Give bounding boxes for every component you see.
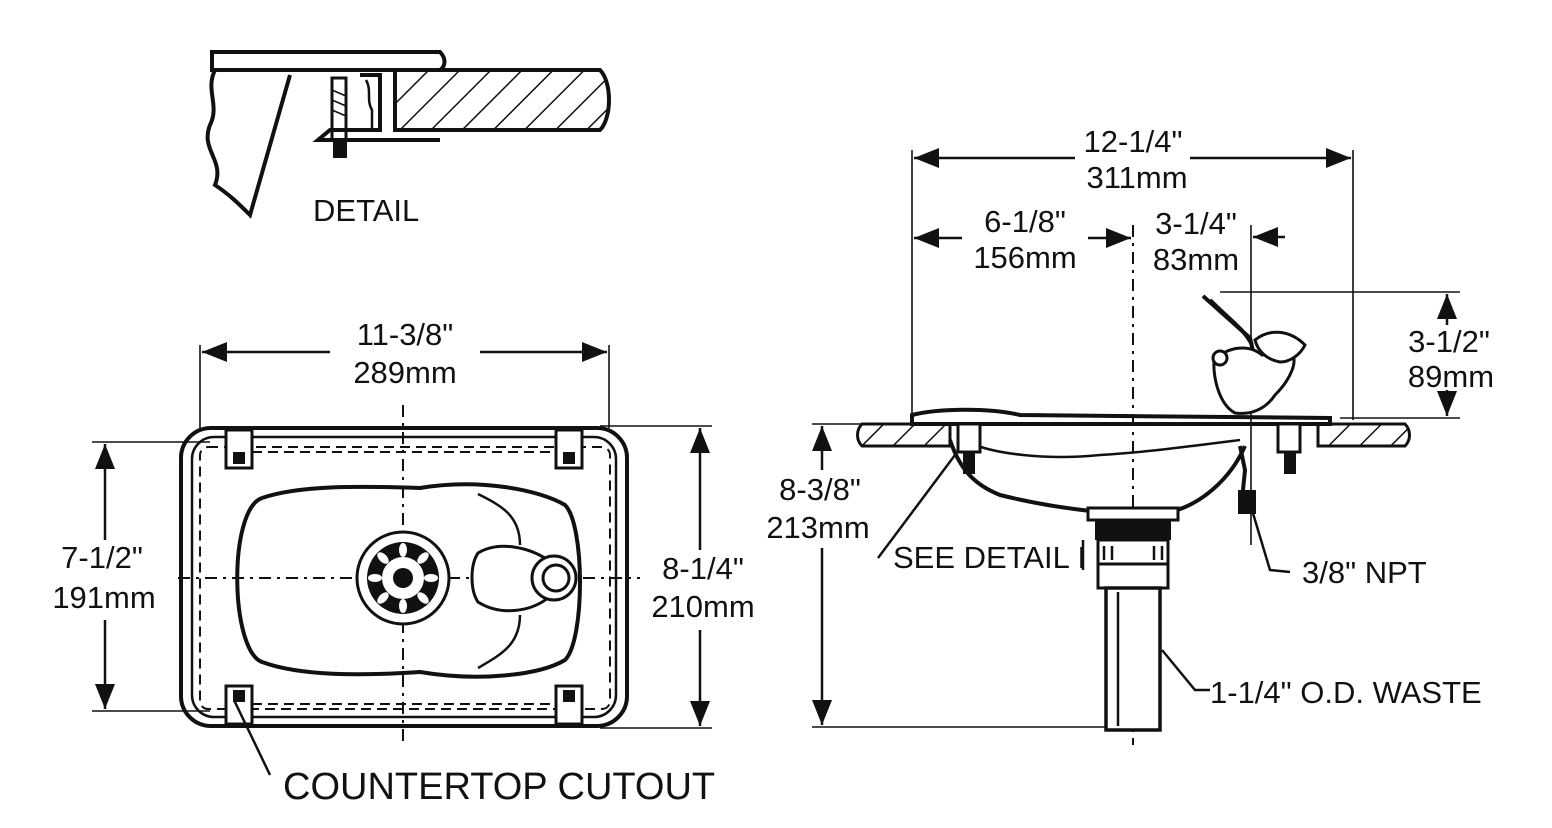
plan-inner-height-metric: 191mm [52, 580, 155, 615]
detail-wall-break [205, 69, 292, 219]
side-overall-depth-imperial: 8-3/8" [779, 472, 861, 507]
plan-outer-height-metric: 210mm [651, 589, 754, 624]
plan-basin [235, 482, 582, 679]
side-waste-callout: 1-1/4" O.D. WASTE [1210, 675, 1482, 710]
plan-mounting-clip-top-right [554, 428, 584, 470]
side-drain-assembly [1086, 506, 1180, 590]
plan-width-metric: 289mm [353, 355, 456, 390]
detail-countertop-section [393, 68, 611, 132]
detail-nut [333, 140, 347, 158]
side-bubbler [1201, 294, 1307, 415]
plan-mounting-clip-top-left [224, 428, 254, 470]
side-bowl-rim [910, 407, 1332, 426]
side-countertop-right [1316, 422, 1411, 448]
plan-cutout-leader [232, 699, 272, 776]
side-mounting-clip-right [1276, 422, 1302, 474]
side-overall-depth-metric: 213mm [766, 510, 869, 545]
plan-outer-height-imperial: 8-1/4" [662, 551, 744, 586]
side-bowl-body [948, 439, 1247, 514]
side-detail-leader [876, 454, 957, 559]
plan-inner-height-imperial: 7-1/2" [61, 540, 143, 575]
side-bubbler-height-metric: 89mm [1408, 359, 1494, 394]
side-supply-fitting [1238, 490, 1256, 514]
side-bubbler-height-imperial: 3-1/2" [1408, 324, 1490, 359]
side-mounting-clip-left [956, 422, 982, 474]
side-npt-callout: 3/8" NPT [1302, 555, 1427, 590]
side-bubbler-offset-metric: 83mm [1153, 242, 1239, 277]
side-detail-callout: SEE DETAIL I [893, 540, 1086, 575]
plan-cutout-callout: COUNTERTOP CUTOUT [283, 766, 715, 808]
side-bubbler-offset-imperial: 3-1/4" [1155, 206, 1237, 241]
side-overall-width-metric: 311mm [1086, 160, 1187, 195]
detail-bowl-rim [210, 50, 447, 72]
side-drain-offset-metric: 156mm [973, 240, 1076, 275]
detail-view: DETAIL [205, 50, 611, 228]
side-view: 12-1/4" 311mm 6-1/8" 156mm 3-1/4" 83mm 3… [766, 124, 1494, 745]
plan-width-imperial: 11-3/8" [357, 317, 454, 352]
side-overall-width-imperial: 12-1/4" [1084, 124, 1183, 159]
side-waste-leader [1161, 649, 1210, 692]
plan-mounting-clip-bottom-left [224, 684, 254, 726]
detail-label: DETAIL [313, 193, 419, 228]
side-waste-pipe [1104, 586, 1162, 732]
plan-mounting-clip-bottom-right [554, 684, 584, 726]
plan-view: 11-3/8" 289mm [52, 317, 754, 808]
plan-bubbler-body [470, 544, 550, 613]
side-npt-leader [1250, 509, 1291, 574]
side-drain-offset-imperial: 6-1/8" [984, 204, 1066, 239]
side-countertop-left [856, 422, 952, 448]
